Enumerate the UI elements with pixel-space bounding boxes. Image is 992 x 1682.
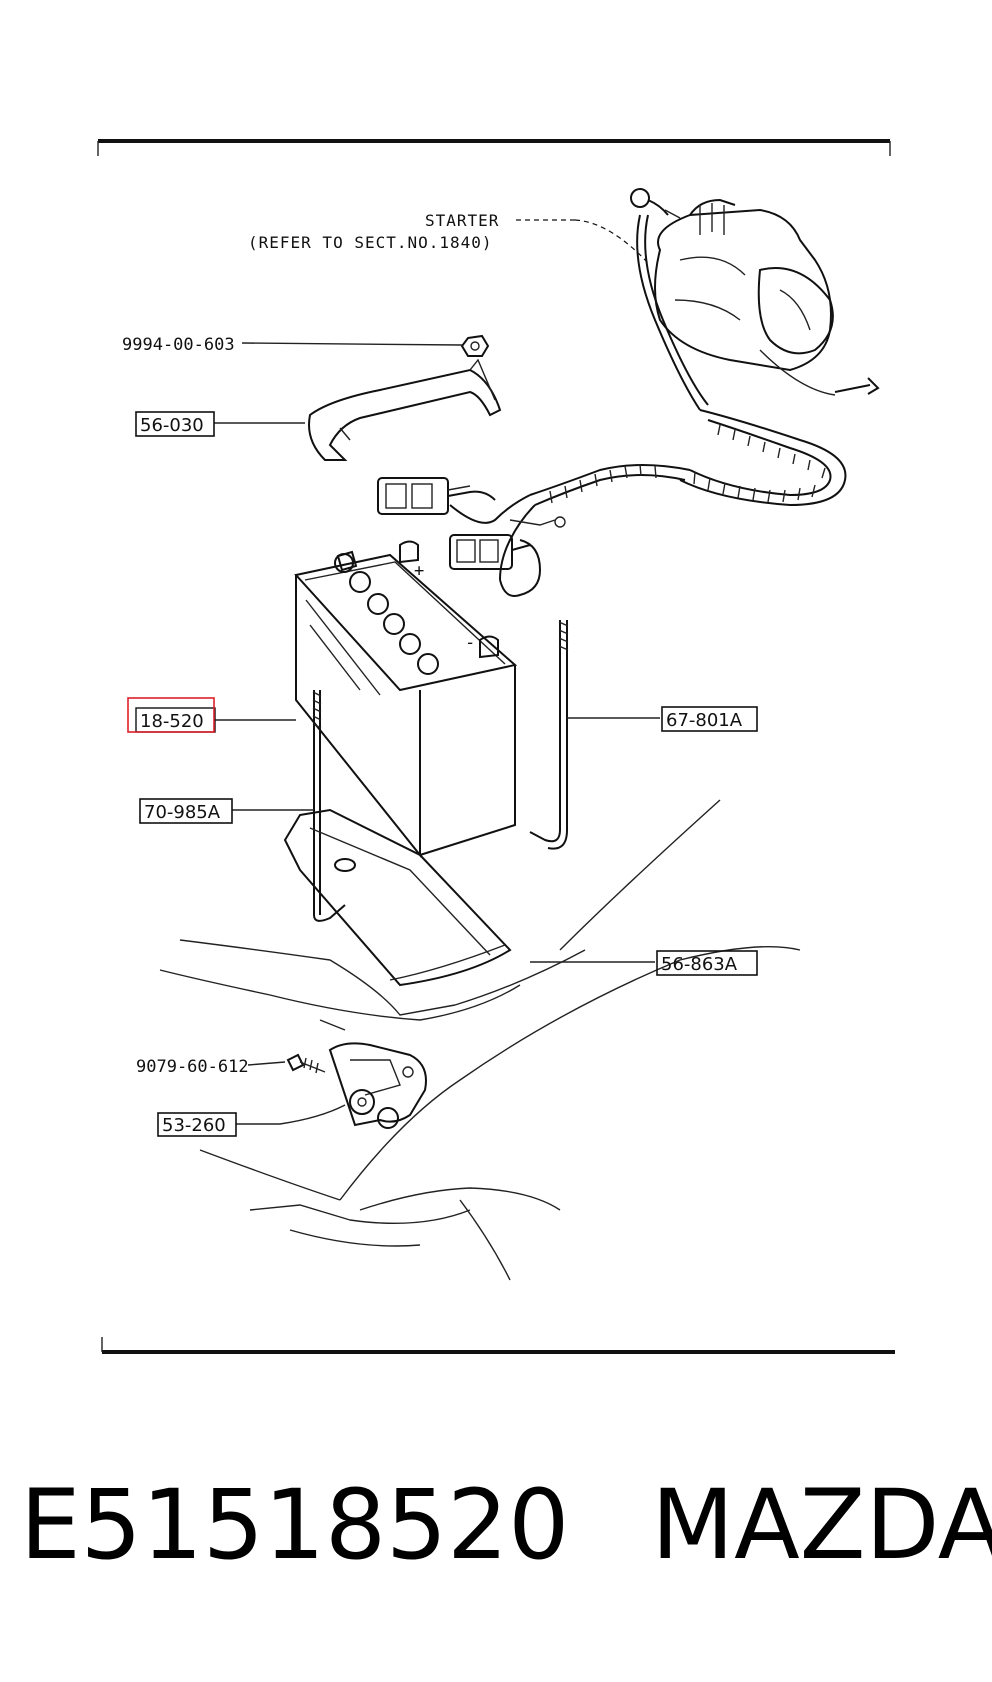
svg-text:STARTER: STARTER xyxy=(425,211,499,230)
callout-tray: 56-863A xyxy=(656,950,758,976)
svg-text:56-030: 56-030 xyxy=(140,415,204,436)
svg-text:56-863A: 56-863A xyxy=(661,954,738,975)
leader-lines xyxy=(214,342,660,1125)
plus-terminal-mark: + xyxy=(414,561,424,581)
callout-battery: 18-520 xyxy=(127,697,216,733)
brand-name: MAZDA xyxy=(651,1469,992,1581)
hold-down-rod-drawing xyxy=(529,620,569,850)
highlight-box xyxy=(127,697,215,733)
callout-clamp: 56-030 xyxy=(135,411,215,437)
battery-drawing xyxy=(294,540,518,858)
svg-text:70-985A: 70-985A xyxy=(144,802,221,823)
screw-drawing xyxy=(286,1053,326,1074)
callout-bolt: 70-985A xyxy=(139,798,233,824)
callout-starter: STARTER (REFER TO SECT.NO.1840) xyxy=(248,211,499,252)
frame xyxy=(97,139,895,1354)
svg-text:67-801A: 67-801A xyxy=(666,710,743,731)
starter-motor-drawing xyxy=(630,188,880,396)
hold-down-bolt-drawing xyxy=(312,690,346,922)
nut-drawing xyxy=(460,334,490,357)
minus-terminal-mark: - xyxy=(465,633,475,653)
bracket-drawing xyxy=(328,1042,427,1129)
part-number: E51518520 xyxy=(20,1469,570,1581)
clamp-drawing xyxy=(308,358,502,461)
svg-text:(REFER TO SECT.NO.1840): (REFER TO SECT.NO.1840) xyxy=(248,233,493,252)
svg-text:18-520: 18-520 xyxy=(140,711,204,732)
tray-drawing xyxy=(283,808,512,987)
terminal-clamp-lower xyxy=(449,534,531,570)
callout-screw: 9079-60-612 xyxy=(136,1057,249,1077)
starter-leader-curve xyxy=(574,219,651,266)
body-panel-lines xyxy=(159,799,801,1281)
part-caption: E51518520 MAZDA xyxy=(20,1469,992,1581)
terminal-clamp-upper xyxy=(377,477,496,515)
battery-cable-drawing xyxy=(449,214,847,597)
svg-text:53-260: 53-260 xyxy=(162,1115,226,1136)
callout-nut: 9994-00-603 xyxy=(122,335,235,355)
callout-bracket: 53-260 xyxy=(157,1112,237,1137)
callout-rod: 67-801A xyxy=(661,706,758,732)
